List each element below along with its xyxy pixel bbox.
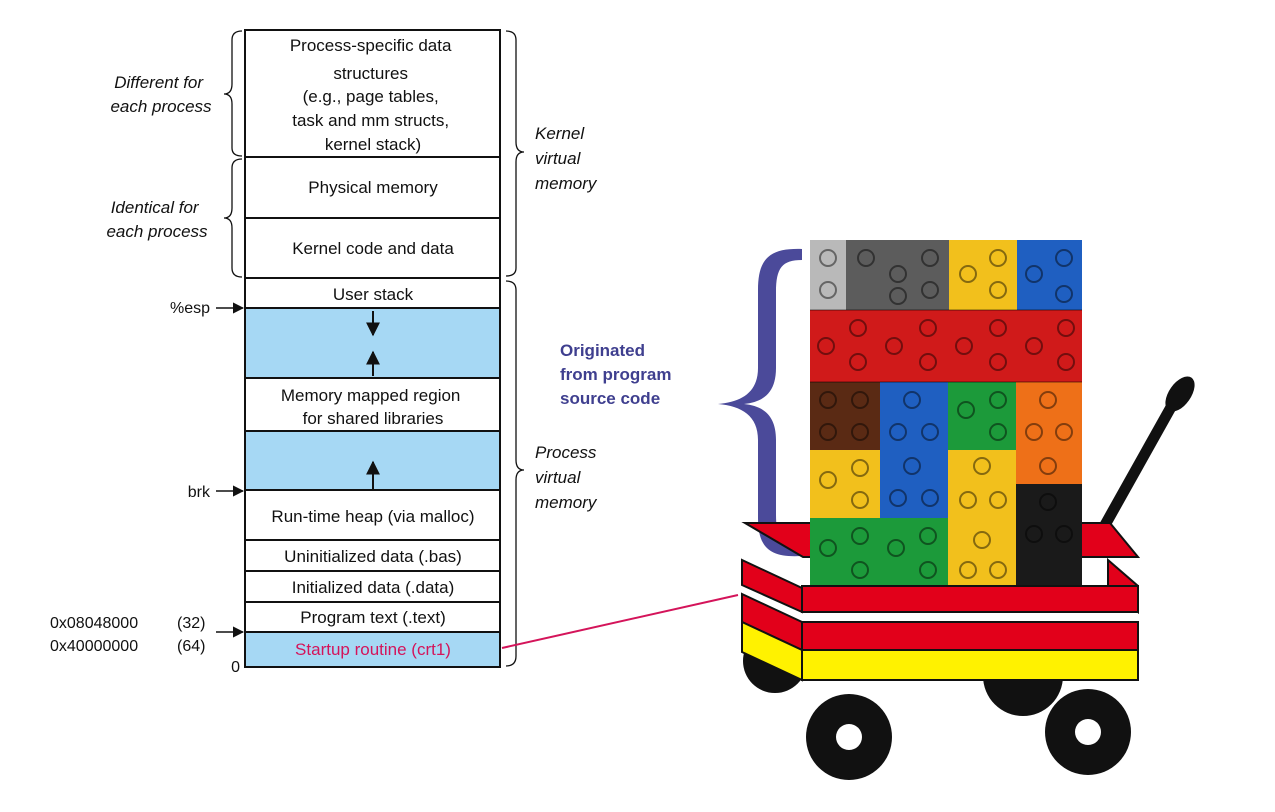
source-code-curly-brace bbox=[718, 248, 802, 557]
segment-kernel-code: Kernel code and data bbox=[292, 239, 454, 258]
lego-bricks bbox=[810, 240, 1082, 600]
segment-init-data: Initialized data (.data) bbox=[292, 578, 455, 597]
startup-to-wagon-connector bbox=[501, 594, 739, 649]
right-braces bbox=[505, 30, 525, 667]
label-process-virtual-memory: Process virtual memory bbox=[535, 443, 601, 512]
right-brace-kernel bbox=[505, 30, 525, 277]
label-different-for-each-process: Different for each process bbox=[110, 73, 212, 116]
segment-program-text: Program text (.text) bbox=[300, 608, 445, 627]
left-braces bbox=[223, 30, 243, 278]
label-addr-64-tag: (64) bbox=[177, 638, 205, 655]
segment-startup-routine: Startup routine (crt1) bbox=[295, 640, 451, 659]
label-address-zero: 0 bbox=[231, 659, 240, 676]
memory-stack: Process-specific data structures (e.g., … bbox=[244, 29, 501, 668]
startup-region-fill bbox=[245, 632, 500, 667]
segment-process-data: Process-specific data structures (e.g., … bbox=[290, 36, 456, 154]
memory-stack-outline bbox=[244, 29, 501, 668]
segment-runtime-heap: Run-time heap (via malloc) bbox=[271, 507, 474, 526]
label-originated-from-source: Originated from program source code bbox=[560, 341, 676, 408]
left-brace-different bbox=[223, 30, 243, 157]
label-esp: %esp bbox=[170, 300, 210, 317]
label-addr-32-tag: (32) bbox=[177, 615, 205, 632]
segment-user-stack: User stack bbox=[333, 285, 414, 304]
segment-dividers bbox=[245, 156, 500, 633]
label-addr-0x08048000: 0x08048000 bbox=[50, 615, 138, 632]
segment-mmap-region: Memory mapped region for shared librarie… bbox=[281, 386, 465, 428]
right-brace-process bbox=[505, 280, 525, 667]
segment-physical-memory: Physical memory bbox=[308, 178, 438, 197]
label-identical-for-each-process: Identical for each process bbox=[106, 198, 208, 241]
label-kernel-virtual-memory: Kernel virtual memory bbox=[535, 124, 598, 193]
label-brk: brk bbox=[188, 484, 211, 501]
left-brace-identical bbox=[223, 158, 243, 278]
segment-uninit-data: Uninitialized data (.bas) bbox=[284, 547, 462, 566]
label-addr-0x40000000: 0x40000000 bbox=[50, 638, 138, 655]
wagon-illustration bbox=[741, 240, 1195, 780]
